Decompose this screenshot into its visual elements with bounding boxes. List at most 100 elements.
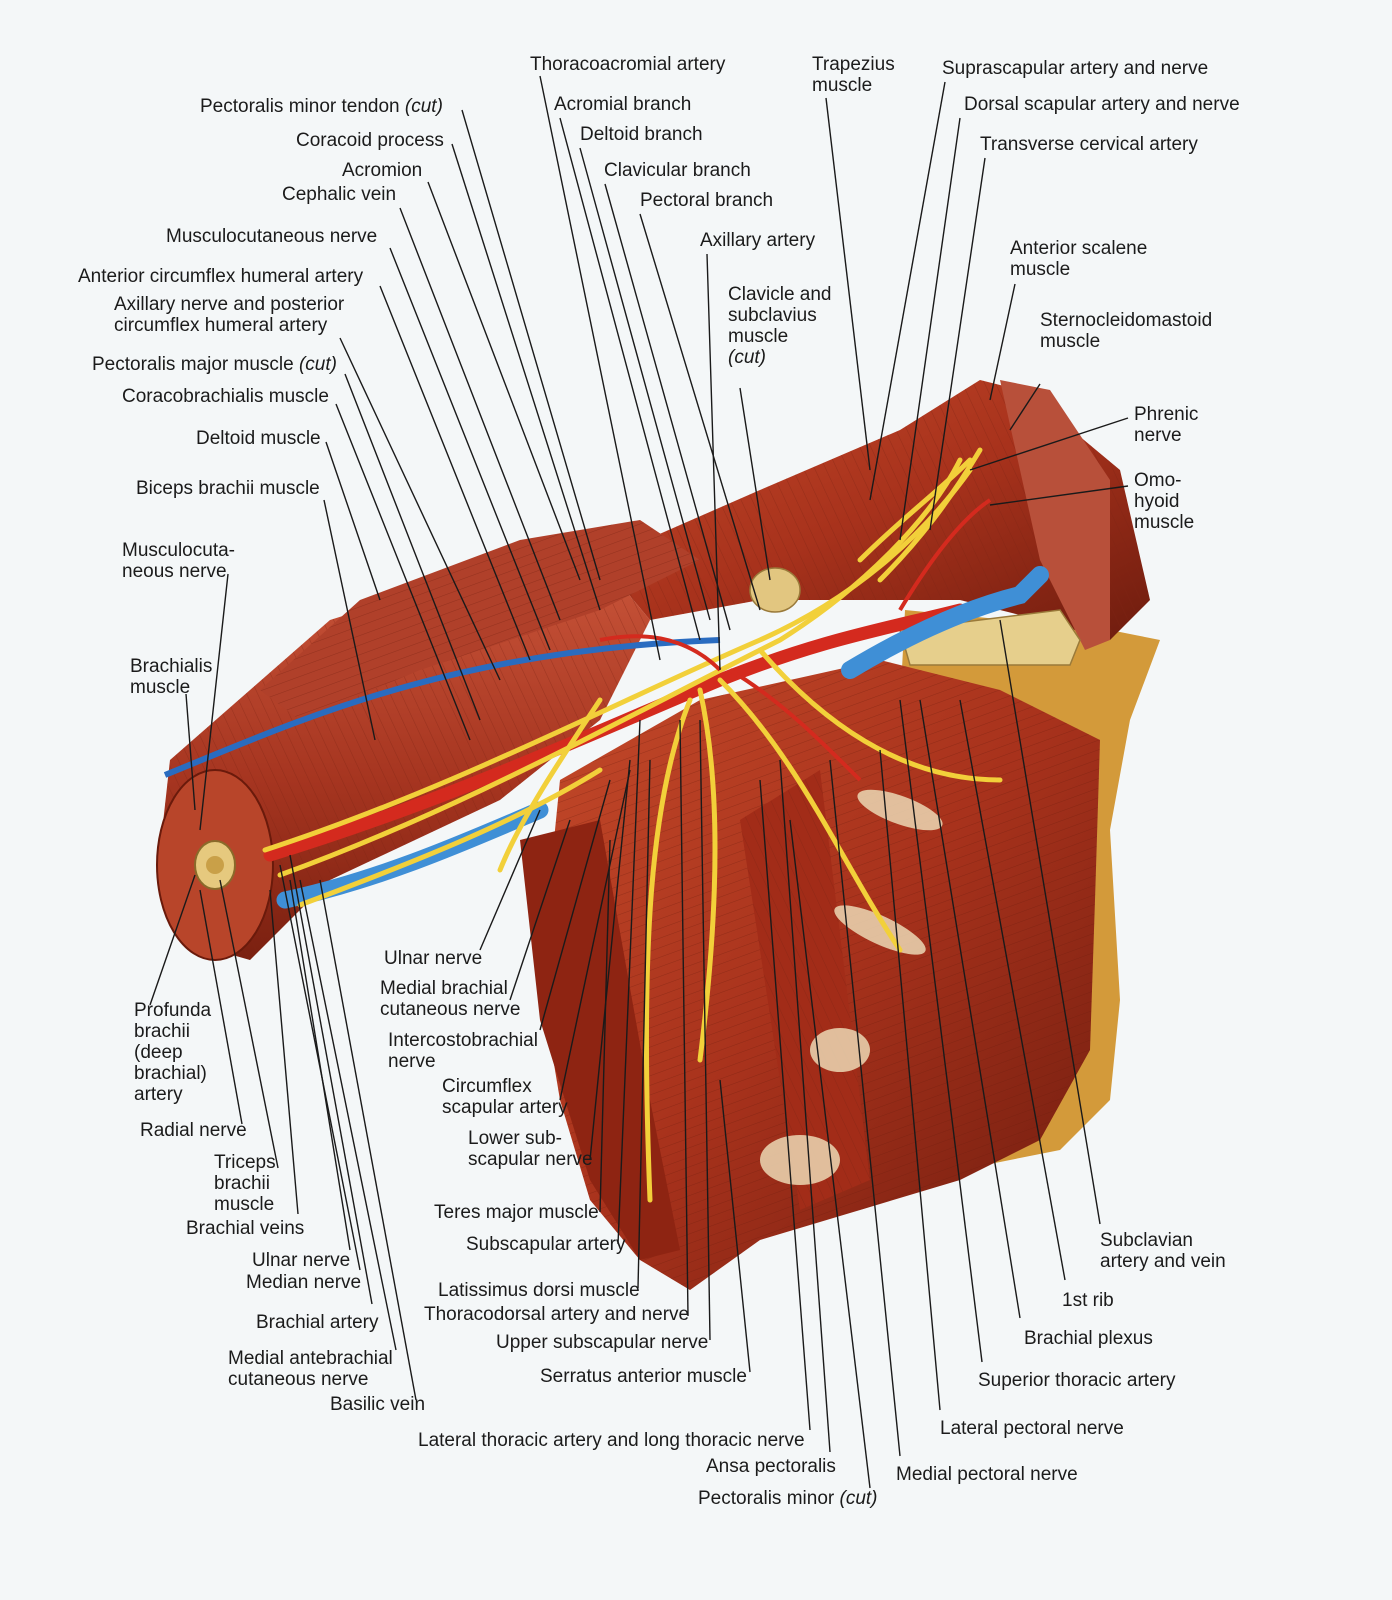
label-subclavian: Subclavian artery and vein xyxy=(1100,1230,1226,1272)
thoracoacromial-branches xyxy=(599,498,992,782)
label-lower-subscapular: Lower sub- scapular nerve xyxy=(468,1128,593,1170)
leader-lines xyxy=(149,75,1129,1489)
label-medial-antebrachial-line1: Medial antebrachial xyxy=(228,1348,393,1369)
label-subclavian-line2: artery and vein xyxy=(1100,1251,1226,1272)
label-clavicle-subclavius: Clavicle and subclavius muscle (cut) xyxy=(728,284,832,368)
label-sternocleidomastoid: Sternocleidomastoid muscle xyxy=(1040,310,1212,352)
label-upper-subscapular: Upper subscapular nerve xyxy=(496,1332,709,1353)
label-coracoid-process: Coracoid process xyxy=(296,130,444,151)
label-brachialis-line1: Brachialis xyxy=(130,656,213,677)
label-median-nerve: Median nerve xyxy=(246,1272,362,1293)
clavicle-cut-end xyxy=(749,567,801,613)
ribs xyxy=(760,789,943,1185)
label-brachial-plexus: Brachial plexus xyxy=(1024,1328,1153,1349)
label-clavicle-subclavius-line1: Clavicle and xyxy=(728,284,832,305)
label-intercostobrachial-line2: nerve xyxy=(388,1051,436,1072)
label-suprascapular: Suprascapular artery and nerve xyxy=(942,58,1209,79)
label-triceps-brachii: Triceps brachii muscle xyxy=(214,1152,276,1215)
label-brachial-artery: Brachial artery xyxy=(256,1312,379,1333)
label-ansa-pectoralis: Ansa pectoralis xyxy=(706,1456,836,1477)
label-omohyoid-line2: hyoid xyxy=(1134,491,1180,512)
label-brachialis-line2: muscle xyxy=(130,677,191,698)
label-sternocleidomastoid-line2: muscle xyxy=(1040,331,1101,352)
label-subscapular-artery: Subscapular artery xyxy=(466,1234,626,1255)
label-triceps-brachii-line1: Triceps xyxy=(214,1152,276,1173)
label-omohyoid: Omo- hyoid muscle xyxy=(1134,470,1194,533)
label-brachial-veins: Brachial veins xyxy=(186,1218,305,1239)
label-circumflex-scapular: Circumflex scapular artery xyxy=(442,1076,568,1118)
label-musculocutaneous-nerve-2-line2: neous nerve xyxy=(122,561,227,582)
label-basilic-vein: Basilic vein xyxy=(330,1394,426,1415)
label-acromial-branch: Acromial branch xyxy=(554,94,692,115)
latissimus-dorsi-shape xyxy=(520,820,680,1260)
label-trapezius: Trapezius muscle xyxy=(812,54,895,96)
label-medial-antebrachial: Medial antebrachial cutaneous nerve xyxy=(228,1348,393,1390)
subclavian-vein-shape xyxy=(841,566,1049,679)
label-axillary-nerve-line2: circumflex humeral artery xyxy=(114,315,328,336)
label-lower-subscapular-line1: Lower sub- xyxy=(468,1128,562,1149)
label-profunda-brachii-line2: brachii xyxy=(134,1021,190,1042)
brachial-plexus-nerves xyxy=(262,447,1003,1203)
label-pectoral-branch: Pectoral branch xyxy=(640,190,774,211)
label-intercostobrachial-line1: Intercostobrachial xyxy=(388,1030,538,1051)
label-profunda-brachii-line1: Profunda xyxy=(134,1000,212,1021)
label-acromion: Acromion xyxy=(342,160,423,181)
label-anterior-scalene: Anterior scalene muscle xyxy=(1010,238,1147,280)
label-omohyoid-line1: Omo- xyxy=(1134,470,1182,491)
label-medial-brachial-cutaneous: Medial brachial cutaneous nerve xyxy=(380,978,521,1020)
label-axillary-nerve: Axillary nerve and posterior circumflex … xyxy=(114,294,344,336)
label-clavicular-branch: Clavicular branch xyxy=(604,160,751,181)
label-cephalic-vein: Cephalic vein xyxy=(282,184,397,205)
label-musculocutaneous-nerve: Musculocutaneous nerve xyxy=(166,226,378,247)
label-pectoralis-minor-cut-text: Pectoralis minor xyxy=(698,1488,840,1509)
label-pectoralis-major-cut: Pectoralis major muscle (cut) xyxy=(92,354,337,375)
label-medial-antebrachial-line2: cutaneous nerve xyxy=(228,1369,369,1390)
label-pectoralis-major-cut-text: Pectoralis major muscle xyxy=(92,354,299,375)
label-medial-pectoral-nerve: Medial pectoral nerve xyxy=(896,1464,1078,1485)
label-latissimus-dorsi: Latissimus dorsi muscle xyxy=(438,1280,640,1301)
label-teres-major: Teres major muscle xyxy=(434,1202,599,1223)
label-omohyoid-line3: muscle xyxy=(1134,512,1195,533)
label-pectoralis-minor-tendon: Pectoralis minor tendon (cut) xyxy=(200,96,443,117)
label-subclavian-line1: Subclavian xyxy=(1100,1230,1193,1251)
label-profunda-brachii-line3: (deep xyxy=(134,1042,183,1063)
label-anterior-scalene-line2: muscle xyxy=(1010,259,1071,280)
sternocleidomastoid-shape xyxy=(1000,380,1110,650)
label-lower-subscapular-line2: scapular nerve xyxy=(468,1149,593,1170)
label-triceps-brachii-line3: muscle xyxy=(214,1194,275,1215)
label-axillary-nerve-line1: Axillary nerve and posterior xyxy=(114,294,345,315)
label-pectoralis-minor-tendon-text: Pectoralis minor tendon xyxy=(200,96,405,117)
label-musculocutaneous-nerve-2-line1: Musculocuta- xyxy=(122,540,235,561)
label-biceps-brachii: Biceps brachii muscle xyxy=(136,478,320,499)
label-musculocutaneous-nerve-2: Musculocuta- neous nerve xyxy=(122,540,235,582)
label-pectoralis-major-cut-italic: (cut) xyxy=(298,354,337,375)
label-superior-thoracic: Superior thoracic artery xyxy=(978,1370,1176,1391)
label-thoracoacromial-artery: Thoracoacromial artery xyxy=(530,54,726,75)
label-lateral-thoracic: Lateral thoracic artery and long thoraci… xyxy=(418,1430,805,1451)
label-serratus-anterior: Serratus anterior muscle xyxy=(540,1366,747,1387)
label-deltoid-muscle: Deltoid muscle xyxy=(196,428,321,449)
label-intercostobrachial: Intercostobrachial nerve xyxy=(388,1030,538,1072)
label-pectoralis-minor-cut-italic: (cut) xyxy=(839,1488,878,1509)
label-phrenic-nerve-line1: Phrenic xyxy=(1134,404,1199,425)
label-circumflex-scapular-line2: scapular artery xyxy=(442,1097,568,1118)
label-pectoralis-minor-cut: Pectoralis minor (cut) xyxy=(698,1488,878,1509)
label-clavicle-subclavius-line2: subclavius xyxy=(728,305,817,326)
label-thoracodorsal: Thoracodorsal artery and nerve xyxy=(424,1304,690,1325)
label-coracobrachialis: Coracobrachialis muscle xyxy=(122,386,329,407)
label-ulnar-nerve-2: Ulnar nerve xyxy=(252,1250,351,1271)
label-profunda-brachii-line5: artery xyxy=(134,1084,183,1105)
label-anterior-circumflex: Anterior circumflex humeral artery xyxy=(78,266,364,287)
label-clavicle-subclavius-line3: muscle xyxy=(728,326,789,347)
clavicle-shape xyxy=(899,609,1081,666)
label-medial-brachial-cutaneous-line2: cutaneous nerve xyxy=(380,999,521,1020)
label-ulnar-nerve-1: Ulnar nerve xyxy=(384,948,483,969)
label-phrenic-nerve: Phrenic nerve xyxy=(1134,404,1198,446)
label-medial-brachial-cutaneous-line1: Medial brachial xyxy=(380,978,508,999)
label-radial-nerve: Radial nerve xyxy=(140,1120,247,1141)
label-deltoid-branch: Deltoid branch xyxy=(580,124,703,145)
label-anterior-scalene-line1: Anterior scalene xyxy=(1010,238,1148,259)
label-trapezius-line2: muscle xyxy=(812,75,873,96)
